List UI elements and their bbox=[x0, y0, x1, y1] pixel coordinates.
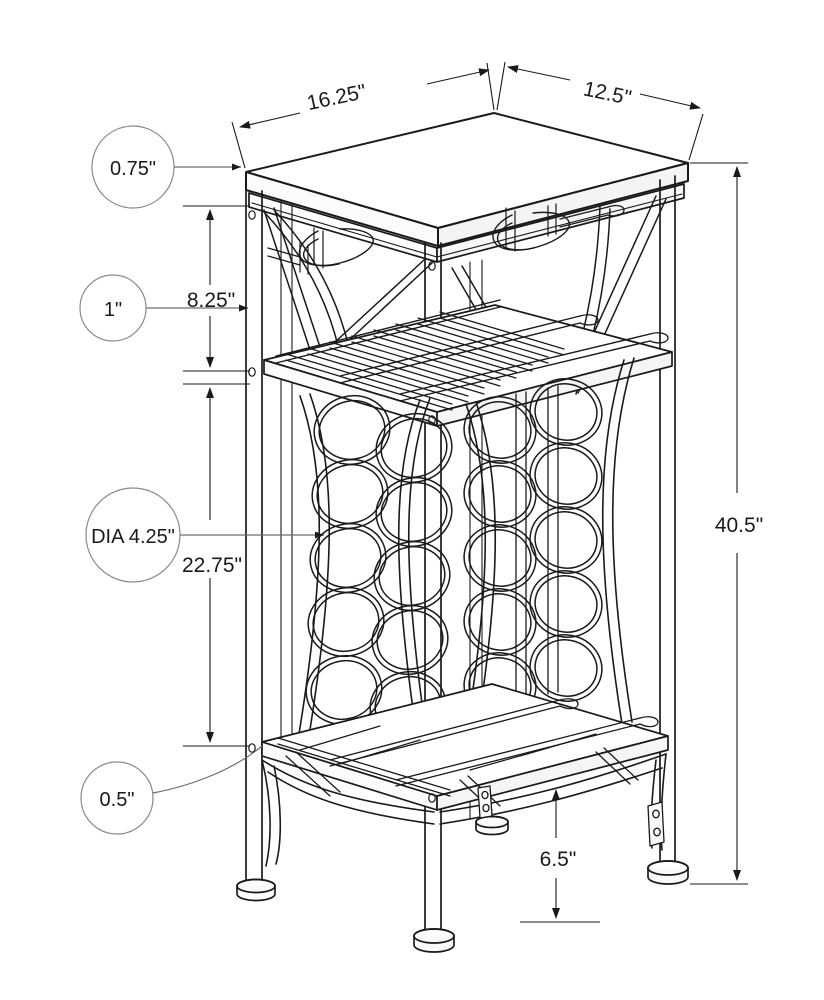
dimension-label-base-clearance: 6.5" bbox=[540, 848, 577, 871]
ring bbox=[529, 506, 603, 574]
left-extension-lines bbox=[183, 205, 250, 747]
ring bbox=[313, 395, 391, 465]
bracket-back-center bbox=[477, 785, 493, 819]
dimension-upper-gap: 8.25" bbox=[187, 209, 235, 368]
bottle-rings-right-face bbox=[463, 378, 603, 720]
foot-front-left bbox=[236, 878, 276, 902]
ring bbox=[463, 460, 537, 528]
dimension-label-upper-gap: 8.25" bbox=[187, 289, 235, 312]
foot-front-center bbox=[413, 928, 455, 953]
table-feet bbox=[236, 815, 689, 953]
middle-shelf bbox=[263, 299, 673, 427]
center-vertical-rails bbox=[515, 385, 559, 701]
table-top bbox=[245, 112, 689, 247]
foot-right bbox=[647, 860, 689, 885]
dimension-overall-height: 40.5" bbox=[690, 162, 763, 885]
callout-shelf-thickness: 1" bbox=[79, 274, 248, 342]
bracket-right bbox=[647, 801, 665, 847]
ring bbox=[529, 378, 603, 446]
callout-top-thickness: 0.75" bbox=[91, 125, 241, 209]
dimension-base-clearance: 6.5" bbox=[520, 789, 600, 923]
ring bbox=[463, 396, 537, 464]
dimension-label-overall-height: 40.5" bbox=[715, 514, 763, 537]
callout-label-top-thickness: 0.75" bbox=[110, 158, 156, 180]
callout-label-shelf-thickness: 1" bbox=[104, 299, 122, 321]
stemware-holder bbox=[267, 203, 625, 275]
callout-label-tube-thickness: 0.5" bbox=[100, 789, 135, 811]
ring bbox=[529, 570, 603, 638]
ring bbox=[375, 477, 453, 547]
leg-bracket-plates bbox=[477, 785, 665, 847]
dimension-label-rack-height: 22.75" bbox=[182, 554, 242, 577]
callout-tube-thickness: 0.5" bbox=[80, 745, 263, 835]
ring bbox=[373, 541, 451, 611]
furniture-illustration bbox=[236, 112, 689, 953]
ring bbox=[375, 413, 453, 483]
callout-label-bottle-ring-diameter: DIA 4.25" bbox=[91, 526, 175, 548]
callout-bottle-ring-diameter: DIA 4.25" bbox=[85, 487, 324, 583]
ring bbox=[529, 442, 603, 510]
fastener-holes bbox=[248, 210, 436, 803]
ring bbox=[463, 588, 537, 656]
foot-back-center bbox=[475, 815, 509, 836]
dimension-rack-height: 22.75" bbox=[182, 387, 242, 743]
ring bbox=[309, 523, 387, 593]
